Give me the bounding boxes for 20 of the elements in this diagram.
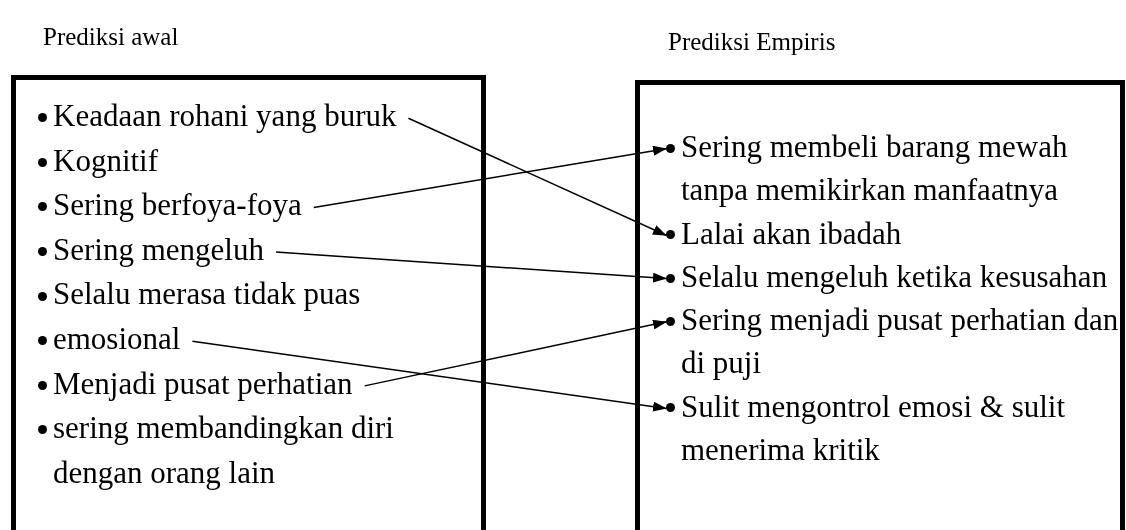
arrow: [313, 145, 667, 209]
arrow: [275, 251, 667, 283]
item-text: Kognitif: [53, 141, 159, 180]
item-text: emosional: [53, 319, 181, 358]
arrow: [363, 319, 667, 387]
arrow: [407, 117, 667, 236]
item-text: Sering berfoya-foya: [53, 186, 302, 225]
item-text: Sering menjadi pusat perhatian dan di puji: [681, 301, 1120, 383]
box-heading: Prediksi Empiris: [668, 27, 836, 57]
item-text: Selalu merasa tidak puas: [53, 275, 361, 314]
arrow: [191, 340, 667, 412]
item-text: Lalai akan ibadah: [681, 214, 902, 253]
item-text: Keadaan rohani yang buruk: [53, 97, 397, 135]
item-text: Sering membeli barang mewah tanpa memikirkan manfaatnya: [681, 128, 1069, 210]
item-text: Menjadi pusat perhatian: [53, 364, 353, 403]
item-text: Sulit mengontrol emosi & sulit menerima kritik: [681, 387, 1067, 470]
box-heading: Prediksi awal: [43, 22, 179, 52]
item-text: sering membandingkan diri dengan orang lain: [53, 409, 395, 492]
item-text: Selalu mengeluh ketika kesusahan: [681, 257, 1108, 296]
item-text: Sering mengeluh: [53, 230, 264, 269]
